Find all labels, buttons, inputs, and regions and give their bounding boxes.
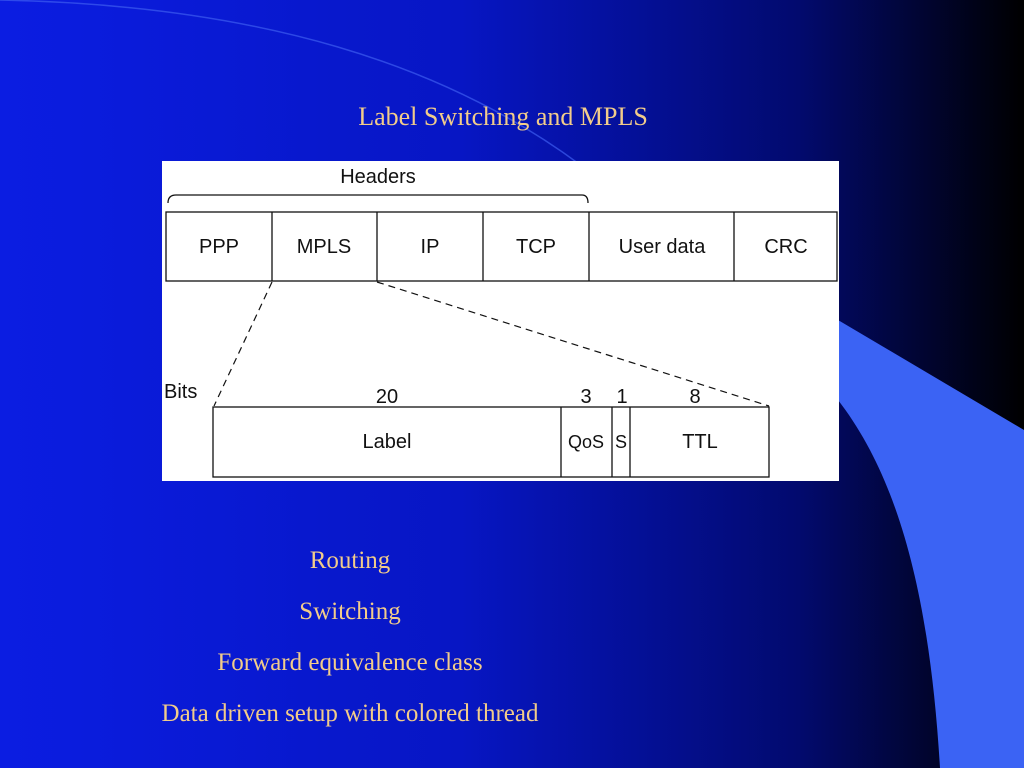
slide-title: Label Switching and MPLS <box>358 102 648 131</box>
mpls-row-box <box>212 406 770 478</box>
zoom-line-left <box>213 281 273 407</box>
right-swoosh-decoration <box>838 320 1024 768</box>
mpls-field-s: S <box>615 432 627 452</box>
top-arc-decoration <box>0 0 601 181</box>
field-tcp: TCP <box>516 236 556 258</box>
bullet-switching: Switching <box>299 598 401 625</box>
mpls-header-row: Label QoS S TTL <box>212 406 770 478</box>
bullet-data-driven-setup: Data driven setup with colored thread <box>161 700 539 727</box>
mpls-field-label: Label <box>363 431 412 453</box>
field-crc: CRC <box>764 236 807 258</box>
field-ip: IP <box>421 236 440 258</box>
mpls-field-ttl: TTL <box>682 431 718 453</box>
packet-row: PPP MPLS IP TCP User data CRC <box>165 211 838 282</box>
bits-label-field: 20 <box>376 386 398 408</box>
field-ppp: PPP <box>199 236 239 258</box>
bullet-forward-equivalence-class: Forward equivalence class <box>217 649 483 676</box>
mpls-header-diagram: Headers PPP MPLS IP TCP User data CRC <box>162 161 839 481</box>
zoom-line-right <box>376 281 770 407</box>
mpls-field-qos: QoS <box>568 432 604 452</box>
bullet-list: Routing Switching Forward equivalence cl… <box>100 540 600 744</box>
bits-ttl-field: 8 <box>689 386 700 408</box>
field-mpls: MPLS <box>297 236 351 258</box>
bullet-routing: Routing <box>309 547 391 574</box>
bits-s-field: 1 <box>616 386 627 408</box>
headers-label: Headers <box>340 166 416 188</box>
bits-qos-field: 3 <box>580 386 591 408</box>
headers-brace <box>167 194 589 204</box>
diagram-canvas: Headers PPP MPLS IP TCP User data CRC <box>164 166 838 478</box>
field-user-data: User data <box>619 236 707 258</box>
bits-label: Bits <box>164 381 197 403</box>
packet-row-box <box>165 211 838 282</box>
